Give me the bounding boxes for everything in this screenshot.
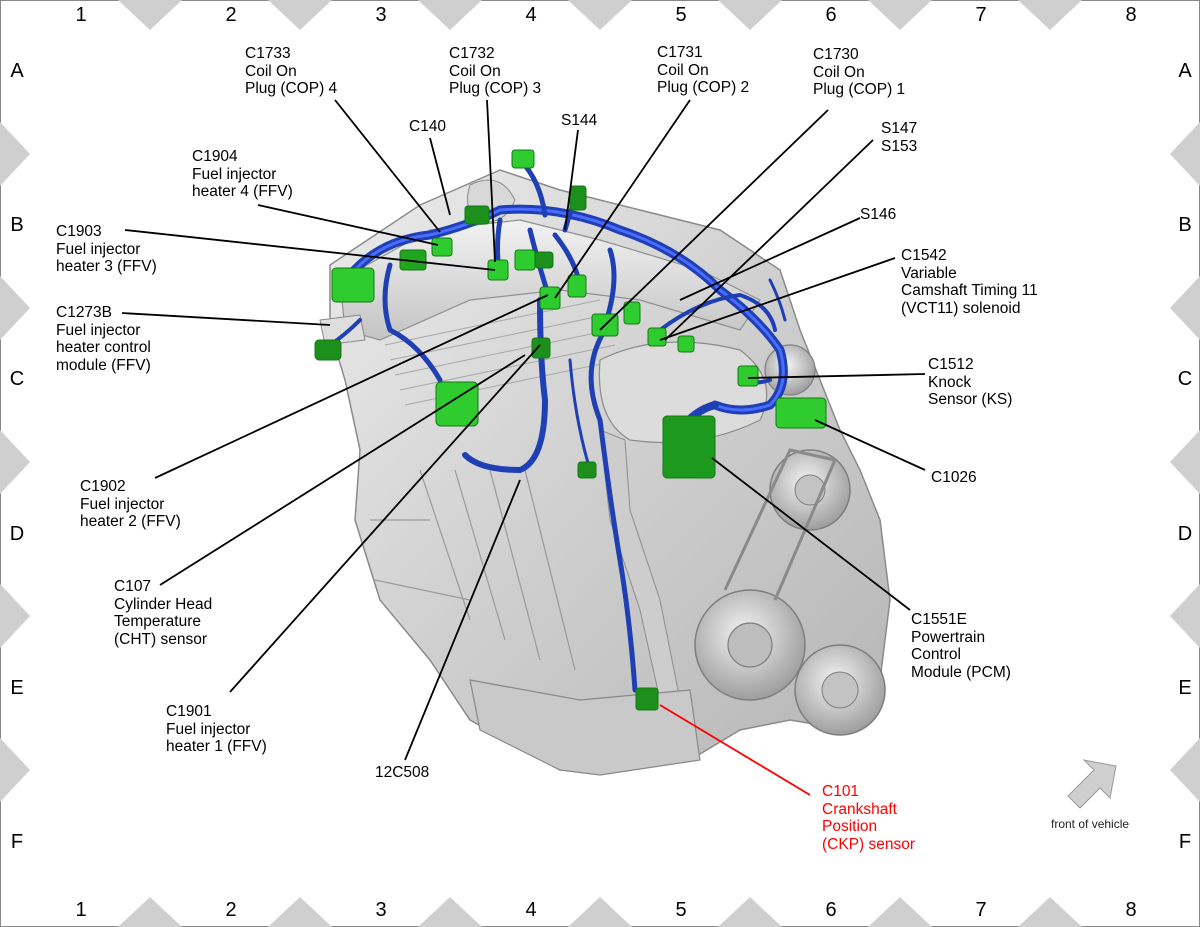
arrow-up-right-icon [1067, 759, 1117, 809]
label-c140: C140 [409, 118, 447, 135]
label-c1026: C1026 [931, 469, 977, 486]
label-c1732-cop3: C1732 Coil On Plug (COP) 3 [449, 45, 542, 97]
grid-column-label: 6 [825, 899, 836, 921]
grid-column-label: 4 [525, 899, 536, 921]
label-s144: S144 [561, 112, 598, 129]
grid-column-label: 4 [525, 4, 536, 26]
grid-column-label: 1 [75, 4, 86, 26]
label-c1273b-heater-control-module: C1273B Fuel injector heater control modu… [56, 304, 151, 374]
label-c1730-cop1: C1730 Coil On Plug (COP) 1 [813, 46, 906, 98]
grid-row-label: F [1179, 831, 1191, 853]
grid-column-label: 1 [75, 899, 86, 921]
label-s147-s153: S147 S153 [881, 120, 918, 155]
grid-column-label: 3 [375, 899, 386, 921]
label-c1733-cop4: C1733 Coil On Plug (COP) 4 [245, 45, 338, 97]
label-c1512-knock-sensor: C1512 Knock Sensor (KS) [928, 356, 1013, 408]
grid-row-labels-left: A B C D E F [10, 60, 25, 853]
grid-row-label: E [1178, 677, 1191, 699]
grid-column-label: 6 [825, 4, 836, 26]
grid-row-label: C [10, 368, 24, 390]
label-12c508: 12C508 [375, 764, 430, 781]
grid-column-label: 8 [1125, 899, 1136, 921]
leader-lines [121, 99, 926, 796]
grid-column-label: 8 [1125, 4, 1136, 26]
grid-column-label: 5 [675, 4, 686, 26]
grid-column-label: 7 [975, 4, 986, 26]
grid-column-label: 3 [375, 4, 386, 26]
grid-column-labels-top: 1 2 3 4 5 6 7 8 [75, 4, 1136, 26]
grid-row-label: C [1178, 368, 1192, 390]
grid-column-label: 2 [225, 899, 236, 921]
label-c1904-injector-heater-4: C1904 Fuel injector heater 4 (FFV) [192, 148, 293, 200]
label-c1902-injector-heater-2: C1902 Fuel injector heater 2 (FFV) [80, 478, 181, 530]
label-c1901-injector-heater-1: C1901 Fuel injector heater 1 (FFV) [166, 703, 267, 755]
label-c1551e-pcm: C1551E Powertrain Control Module (PCM) [911, 611, 1011, 681]
grid-row-labels-right: A B C D E F [1178, 60, 1193, 853]
label-c107-cht-sensor: C107 Cylinder Head Temperature (CHT) sen… [114, 578, 213, 648]
grid-row-label: E [10, 677, 23, 699]
grid-column-labels-bottom: 1 2 3 4 5 6 7 8 [75, 899, 1136, 921]
grid-column-label: 5 [675, 899, 686, 921]
grid-column-label: 2 [225, 4, 236, 26]
grid-row-label: A [10, 60, 24, 82]
label-c1903-injector-heater-3: C1903 Fuel injector heater 3 (FFV) [56, 223, 157, 275]
label-c1542-vct-solenoid: C1542 Variable Camshaft Timing 11 (VCT11… [901, 247, 1038, 317]
grid-row-label: B [10, 214, 23, 236]
grid-row-label: D [1178, 523, 1192, 545]
label-s146: S146 [860, 206, 897, 223]
front-of-vehicle-label: front of vehicle [1051, 817, 1130, 831]
grid-row-label: D [10, 523, 24, 545]
grid-column-label: 7 [975, 899, 986, 921]
grid-row-label: F [11, 831, 23, 853]
label-c1731-cop2: C1731 Coil On Plug (COP) 2 [657, 44, 750, 96]
grid-row-label: A [1178, 60, 1192, 82]
label-c101-ckp-sensor: C101 Crankshaft Position (CKP) sensor [822, 783, 916, 853]
grid-row-label: B [1178, 214, 1191, 236]
